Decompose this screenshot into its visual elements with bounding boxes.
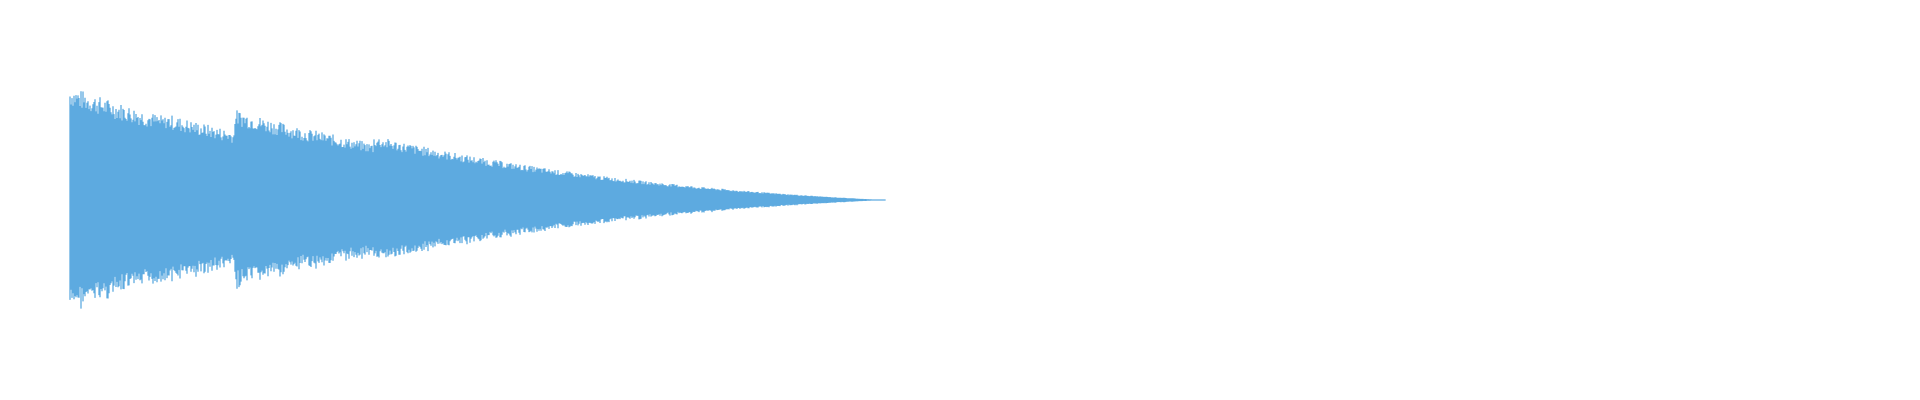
waveform-signal xyxy=(69,91,886,309)
waveform-bars xyxy=(69,91,886,309)
